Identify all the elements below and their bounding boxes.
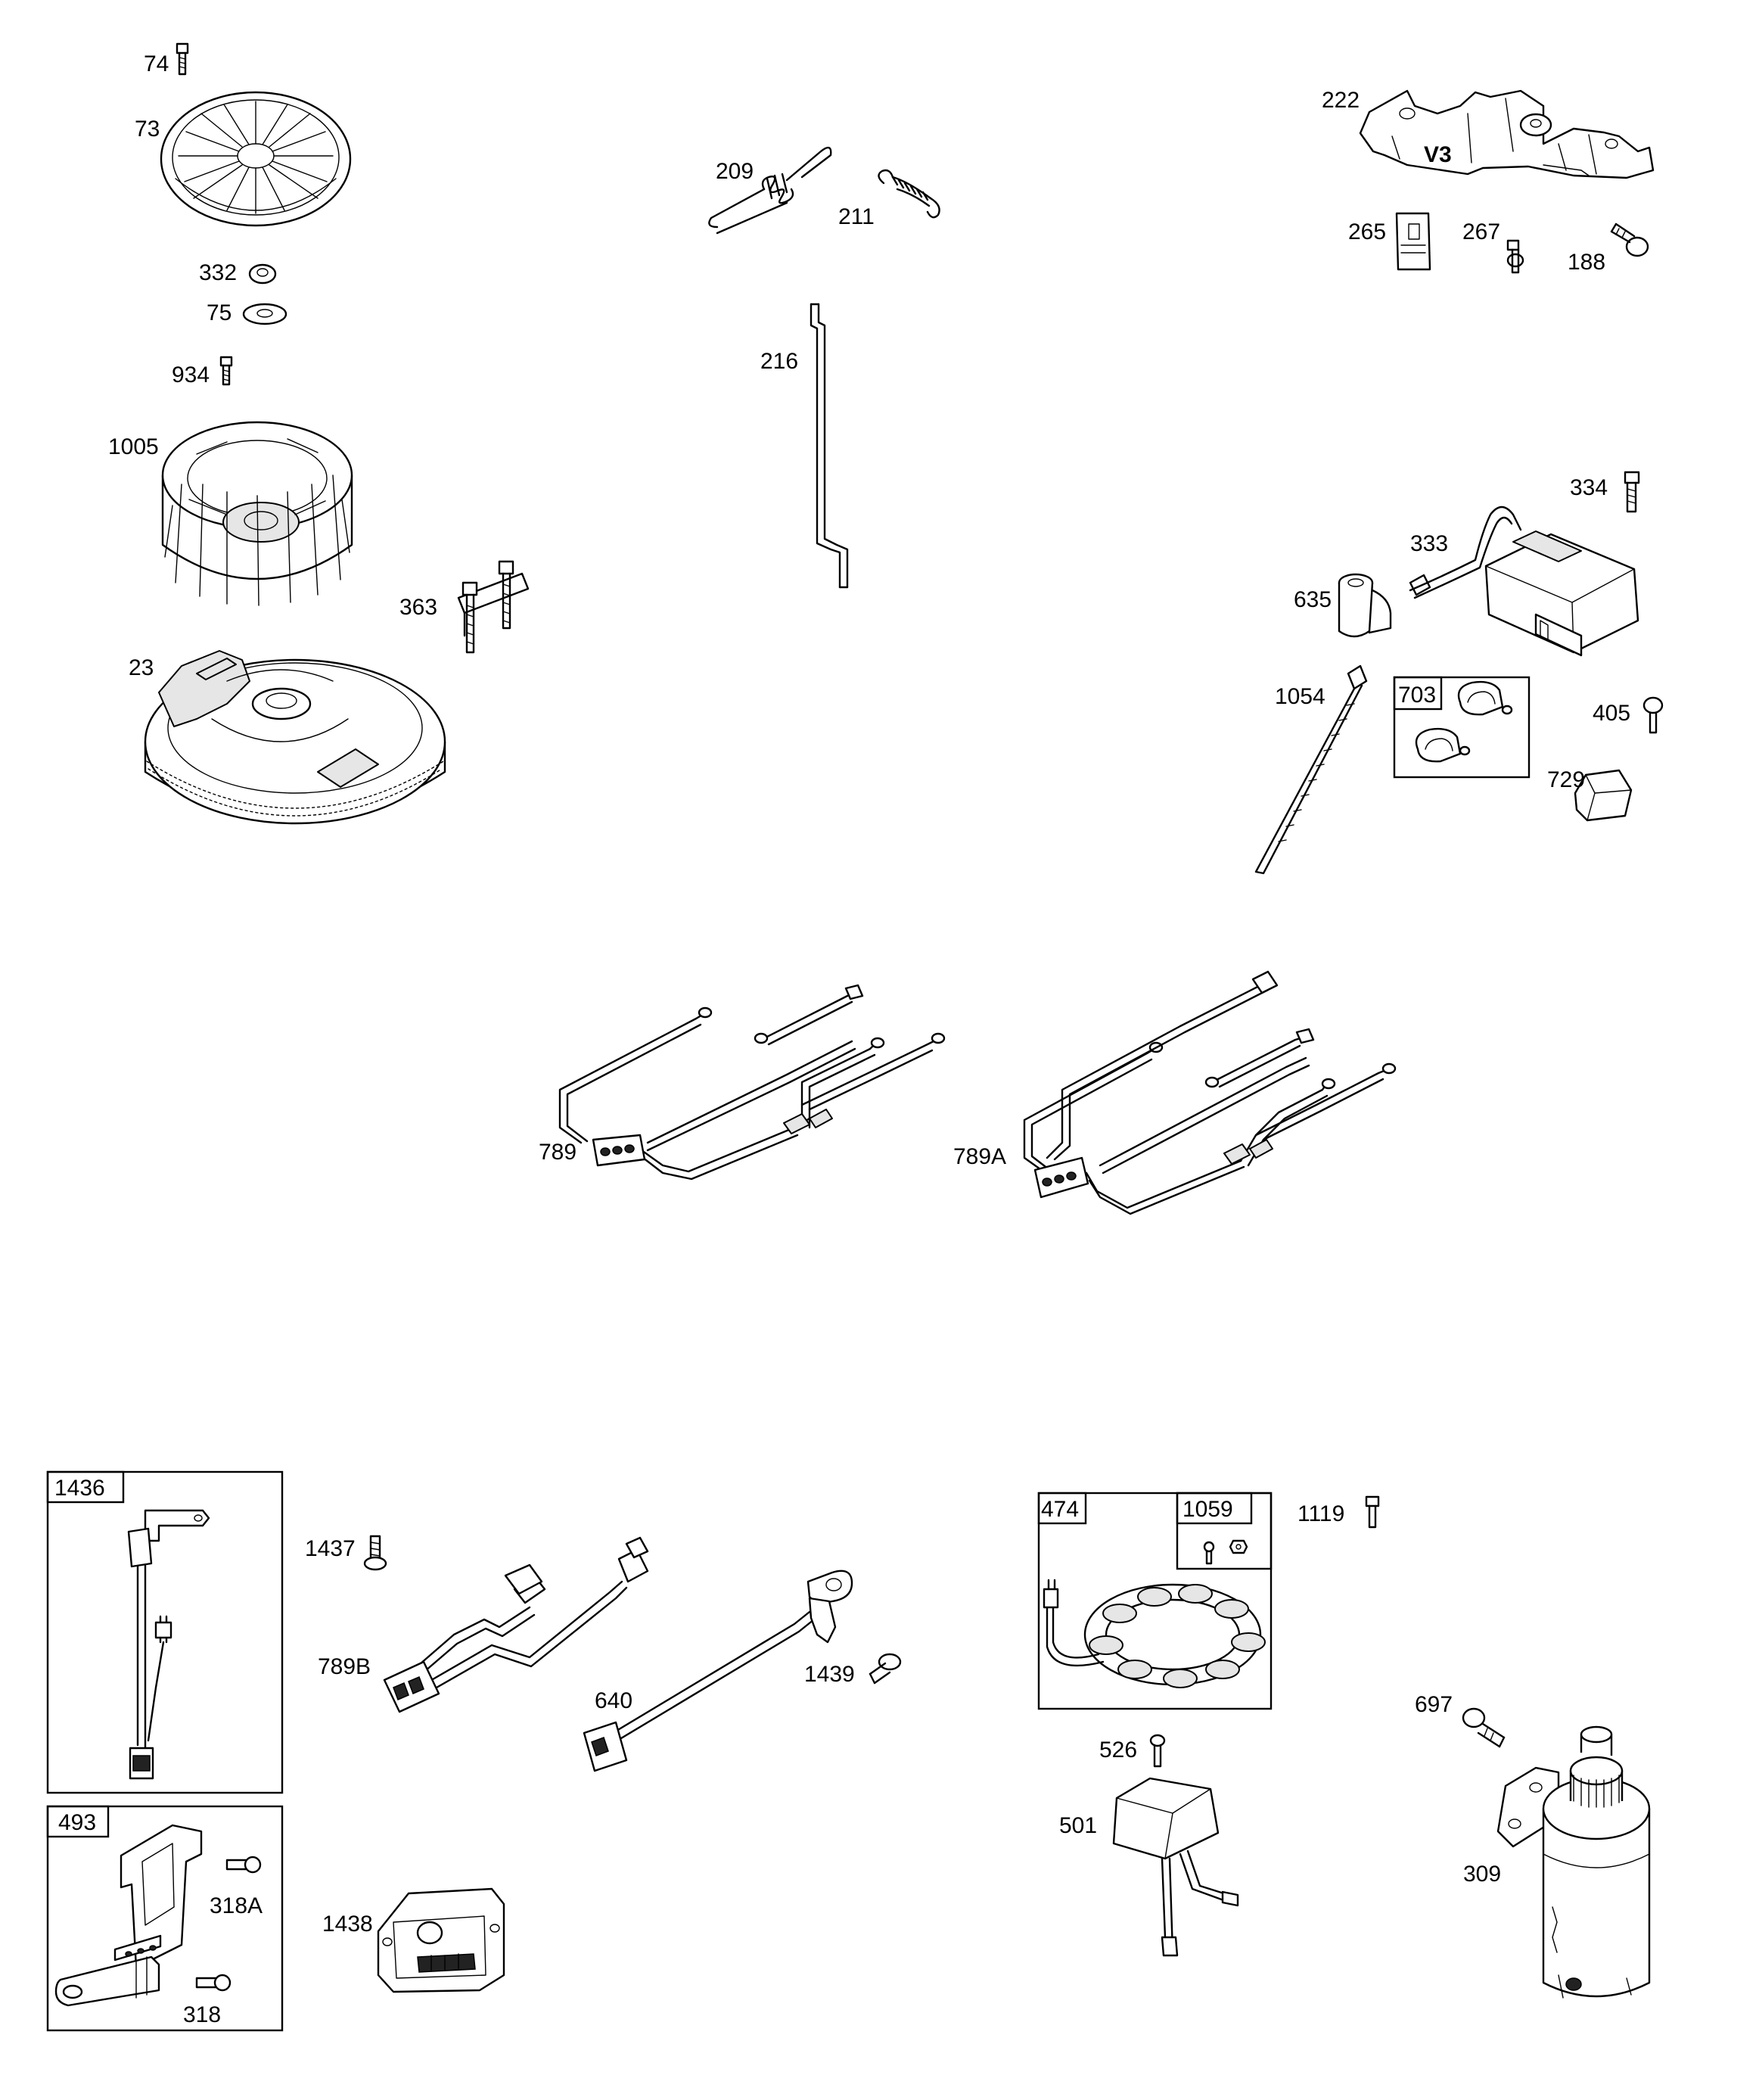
part-267-screw (1506, 239, 1524, 274)
label-1439: 1439 (804, 1662, 855, 1687)
label-526: 526 (1099, 1738, 1137, 1762)
label-363: 363 (399, 595, 437, 620)
part-1005-flywheel (161, 421, 353, 606)
part-697-screw (1462, 1707, 1506, 1748)
label-1436: 1436 (54, 1476, 105, 1501)
part-74-screw (176, 42, 189, 76)
label-405: 405 (1593, 701, 1630, 726)
part-23-flywheel (144, 650, 446, 825)
label-332: 332 (199, 260, 237, 285)
label-501: 501 (1059, 1813, 1097, 1838)
label-318: 318 (183, 2002, 221, 2027)
part-501-regulator (1112, 1777, 1239, 1957)
part-222-bracket (1359, 89, 1655, 179)
label-74: 74 (144, 51, 169, 76)
label-318A: 318A (210, 1893, 263, 1918)
part-211-spring (878, 169, 940, 219)
label-474: 474 (1041, 1497, 1079, 1522)
label-211: 211 (838, 204, 875, 229)
part-1438-module (377, 1887, 505, 1993)
label-934: 934 (172, 362, 210, 387)
part-334-screw (1624, 471, 1640, 513)
part-789-harness (558, 984, 946, 1181)
label-640: 640 (595, 1688, 632, 1713)
label-697: 697 (1415, 1692, 1453, 1717)
part-405-screw (1642, 696, 1664, 734)
label-789A: 789A (953, 1144, 1006, 1169)
part-188-screw (1610, 222, 1649, 257)
part-789B-harness (383, 1536, 649, 1713)
label-23: 23 (129, 655, 154, 680)
label-188: 188 (1568, 250, 1605, 275)
part-1119-screw (1365, 1495, 1380, 1529)
part-526-screw (1149, 1734, 1166, 1768)
part-363-bracket (457, 560, 530, 654)
label-635: 635 (1294, 587, 1332, 612)
part-209-spring (708, 146, 832, 235)
part-73-screen (160, 91, 352, 227)
label-309: 309 (1463, 1862, 1501, 1887)
label-V3: V3 (1424, 142, 1452, 167)
part-309-starter (1496, 1725, 1651, 1999)
part-1054-cable-tie (1254, 664, 1368, 875)
label-265: 265 (1348, 219, 1386, 244)
part-635-boot (1338, 573, 1392, 638)
part-729-clip (1574, 769, 1633, 822)
label-493: 493 (58, 1810, 96, 1835)
part-1437-screw (363, 1535, 387, 1571)
part-333-armature (1409, 506, 1639, 657)
part-1436-box (46, 1470, 284, 1794)
part-1439-screw (869, 1653, 902, 1685)
label-1054: 1054 (1275, 684, 1325, 709)
label-729: 729 (1547, 767, 1585, 792)
label-789: 789 (539, 1140, 576, 1165)
label-209: 209 (716, 159, 754, 184)
part-474-stator-box (1037, 1492, 1273, 1710)
label-1005: 1005 (108, 434, 159, 459)
label-1438: 1438 (322, 1912, 373, 1937)
part-75-washer (242, 303, 287, 325)
part-493-box (46, 1805, 284, 2032)
label-789B: 789B (318, 1654, 371, 1679)
label-216: 216 (760, 349, 798, 374)
label-333: 333 (1410, 531, 1448, 556)
part-934-screw (219, 356, 233, 386)
label-75: 75 (207, 300, 232, 325)
label-73: 73 (135, 117, 160, 142)
label-1059: 1059 (1183, 1497, 1233, 1522)
part-789A-harness (1023, 970, 1397, 1215)
part-216-link (810, 303, 849, 589)
part-265-clip (1395, 212, 1431, 271)
part-332-nut (248, 263, 277, 285)
part-640-harness (583, 1570, 853, 1772)
label-222: 222 (1322, 88, 1360, 113)
label-334: 334 (1570, 475, 1608, 500)
part-703-clips (1393, 676, 1531, 779)
label-1437: 1437 (305, 1536, 356, 1561)
label-1119: 1119 (1297, 1501, 1344, 1526)
label-703: 703 (1398, 683, 1436, 708)
label-267: 267 (1462, 219, 1500, 244)
